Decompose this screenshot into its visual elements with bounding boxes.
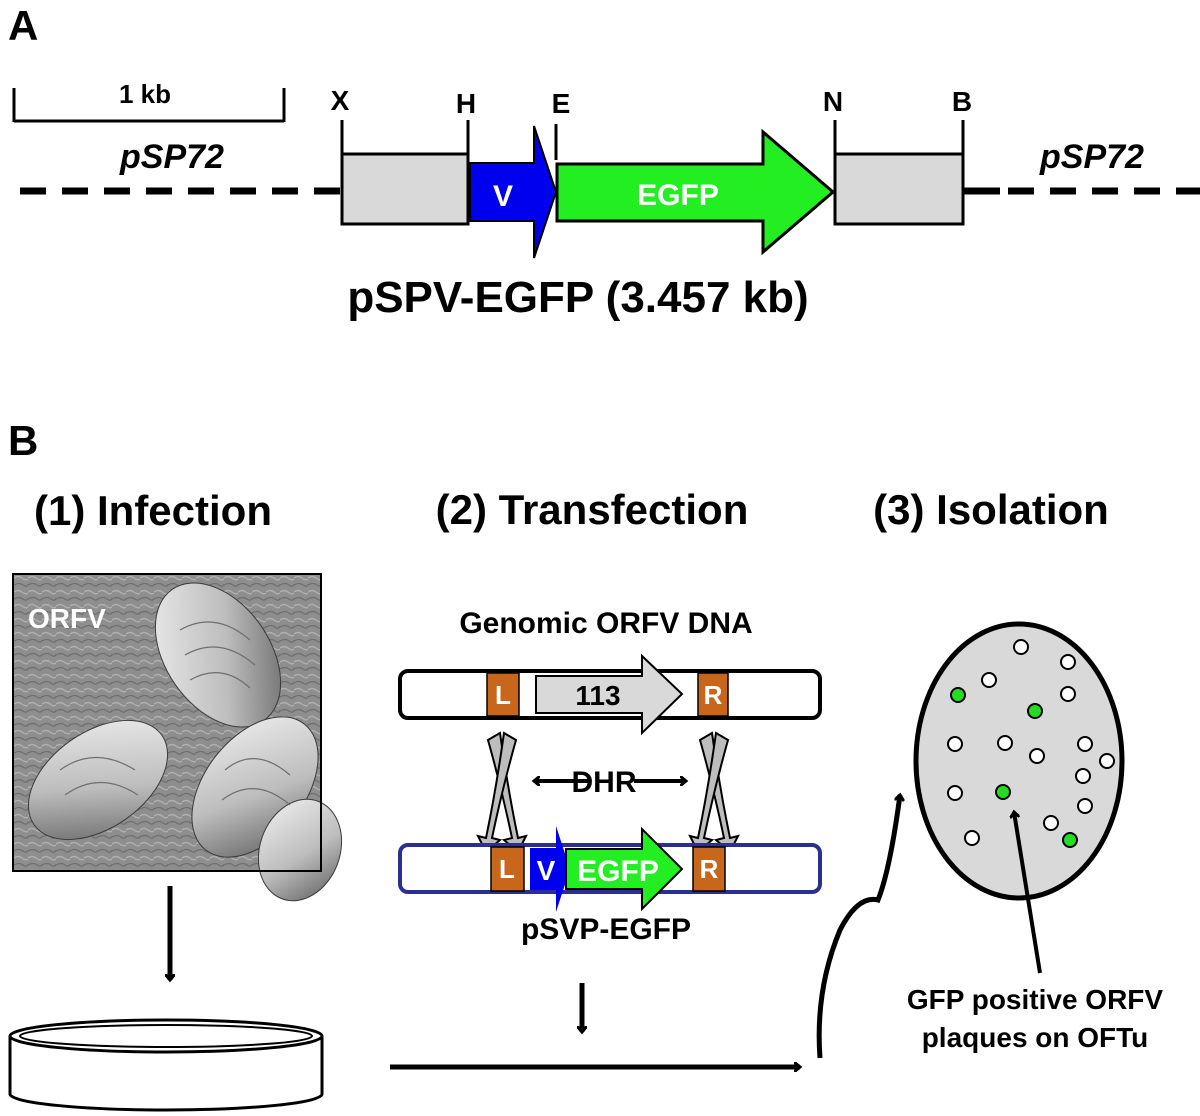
plaque-negative: [964, 830, 980, 846]
plaque-positive: [1027, 703, 1043, 719]
plaques: [947, 639, 1115, 848]
panel-b-label: B: [8, 417, 38, 464]
petri-dish-icon: [8, 1018, 324, 1112]
plaque-negative: [1075, 768, 1091, 784]
plaque-negative: [1060, 654, 1076, 670]
plaque-negative: [947, 785, 963, 801]
egfp-label: EGFP: [637, 179, 719, 212]
genomic-right-arm: [697, 672, 729, 717]
genomic-dna-title: Genomic ORFV DNA: [459, 607, 752, 640]
plasmid-promoter-v: [530, 826, 570, 912]
site-h: H: [456, 88, 476, 119]
plaque-negative: [1013, 639, 1029, 655]
promoter-v-label: V: [493, 180, 513, 213]
plaque-positive: [1062, 832, 1078, 848]
recombination-cross-icon: [688, 731, 740, 854]
gene-113-label: 113: [575, 680, 620, 711]
plasmid-egfp-label: EGFP: [577, 855, 659, 888]
site-x: X: [331, 85, 350, 116]
result-caption-line2: plaques on OFTu: [922, 1022, 1149, 1053]
step-2-title: (2) Transfection: [436, 486, 749, 533]
genomic-left-arm-label: L: [495, 680, 511, 710]
result-caption-line1: GFP positive ORFV: [907, 984, 1164, 1015]
plaque-negative: [997, 735, 1013, 751]
vector-label-left: pSP72: [119, 138, 224, 176]
plasmid-label: pSVP-EGFP: [521, 913, 691, 946]
construct-title: pSPV-EGFP (3.457 kb): [347, 273, 808, 322]
plaque-positive: [950, 687, 966, 703]
plaque-negative: [1060, 686, 1076, 702]
plaque-negative: [1099, 753, 1115, 769]
virus-label: ORFV: [28, 603, 106, 634]
site-e: E: [552, 88, 571, 119]
plasmid-right-arm-label: R: [700, 854, 719, 884]
plaque-negative: [1029, 748, 1045, 764]
process-arrow-curved: [816, 795, 900, 1059]
egfp-arrow: [555, 128, 836, 256]
virus-micrograph: [12, 573, 343, 902]
dhr-label: DHR: [572, 766, 637, 799]
plasmid-left-arm-label: L: [499, 854, 515, 884]
gene-113-arrow: [535, 653, 684, 736]
vector-label-right: pSP72: [1039, 138, 1144, 176]
panel-a-label: A: [8, 2, 38, 49]
restriction-site-ticks: [340, 120, 965, 160]
genomic-left-arm: [486, 672, 520, 717]
recombination-cross-icon: [476, 731, 528, 854]
plasmid-egfp-arrow: [565, 826, 684, 912]
plaque-positive: [995, 784, 1011, 800]
step-1-title: (1) Infection: [34, 487, 272, 534]
genomic-right-arm-label: R: [704, 680, 723, 710]
step-3-title: (3) Isolation: [873, 486, 1109, 533]
site-b: B: [952, 86, 972, 117]
plaque-negative: [947, 736, 963, 752]
plaque-negative: [981, 672, 997, 688]
site-n: N: [823, 86, 843, 117]
right-flank-box: [833, 152, 965, 226]
plaque-negative: [1043, 815, 1059, 831]
left-flank-box: [340, 152, 470, 226]
culture-plate: [913, 621, 1125, 901]
plaque-pointer-arrow: [1014, 812, 1042, 974]
plaque-negative: [1077, 798, 1093, 814]
scale-bar: [12, 88, 286, 123]
plasmid-left-arm: [490, 846, 525, 892]
plaque-negative: [1077, 736, 1093, 752]
plasmid-promoter-v-label: V: [537, 855, 556, 886]
scale-bar-label: 1 kb: [119, 79, 171, 109]
promoter-v-arrow: [469, 125, 558, 259]
plasmid-right-arm: [692, 846, 726, 892]
